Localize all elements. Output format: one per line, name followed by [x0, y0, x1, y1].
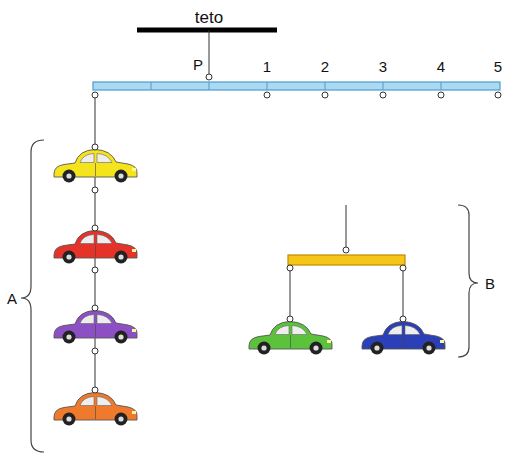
yellow-car — [54, 150, 137, 183]
main-bar — [93, 82, 500, 90]
position-number: 3 — [379, 59, 387, 74]
ceiling-label: teto — [195, 9, 223, 26]
ring — [287, 265, 293, 271]
group-label: A — [7, 291, 17, 306]
pivot-ring — [206, 74, 212, 80]
group-label: B — [485, 276, 495, 291]
red-car — [54, 231, 137, 264]
ring — [400, 265, 406, 271]
ring — [400, 316, 406, 322]
blue-car — [362, 322, 445, 355]
suspension-string — [209, 30, 210, 74]
purple-car — [54, 311, 137, 344]
string-green — [290, 265, 291, 318]
bracket-b — [458, 205, 478, 357]
small-bar — [288, 255, 405, 265]
ceiling-bar — [137, 28, 277, 33]
car-rings-a — [92, 144, 98, 393]
position-number: 4 — [437, 59, 445, 74]
string-b — [346, 205, 347, 247]
position-number: 5 — [494, 59, 502, 74]
bar-b-ring — [343, 247, 349, 253]
orange-car — [54, 393, 137, 426]
hook-rings — [92, 92, 501, 98]
position-number: 2 — [321, 59, 329, 74]
green-car — [249, 322, 332, 355]
ring — [287, 316, 293, 322]
bracket-a — [21, 140, 44, 452]
position-number: 1 — [263, 59, 271, 74]
bar-divisions — [151, 82, 441, 90]
string-blue — [403, 265, 404, 318]
pivot-label: P — [193, 57, 203, 72]
